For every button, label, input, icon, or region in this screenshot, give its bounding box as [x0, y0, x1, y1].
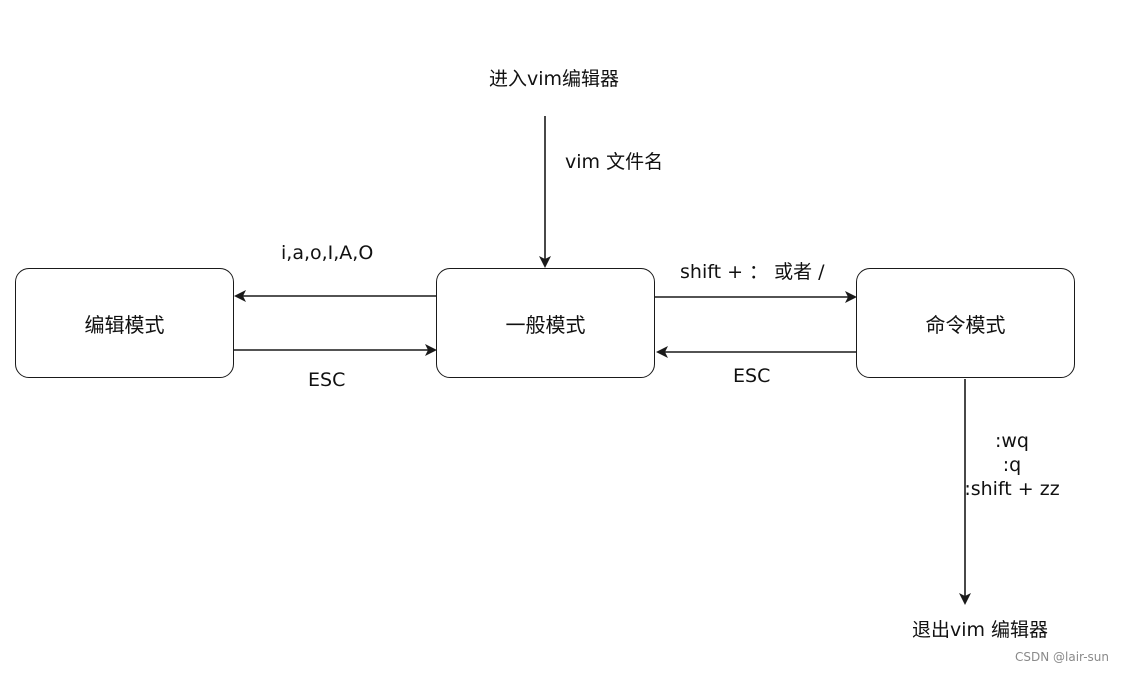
- command-to-normal-esc-label: ESC: [733, 365, 771, 387]
- exit-vim-label: 退出vim 编辑器: [911, 619, 1049, 641]
- normal-mode-node: 一般模式: [436, 268, 655, 378]
- to-command-keys-label: shift + ： 或者 /: [680, 261, 825, 283]
- edit-to-normal-esc-label: ESC: [308, 369, 346, 391]
- exit-command-q: :q: [1002, 454, 1022, 476]
- exit-command-shift-zz: :shift + zz: [964, 478, 1060, 500]
- watermark: CSDN @lair-sun: [1015, 650, 1110, 664]
- exit-commands-list: :wq :q :shift + zz: [957, 429, 1067, 501]
- normal-mode-label: 一般模式: [505, 312, 586, 337]
- to-edit-keys-label: i,a,o,I,A,O: [281, 242, 374, 264]
- enter-vim-label: 进入vim编辑器: [488, 68, 620, 90]
- exit-command-wq: :wq: [994, 430, 1029, 452]
- edit-mode-label: 编辑模式: [84, 312, 165, 337]
- command-mode-node: 命令模式: [856, 268, 1075, 378]
- command-mode-label: 命令模式: [925, 312, 1006, 337]
- edit-mode-node: 编辑模式: [15, 268, 234, 378]
- open-command-label: vim 文件名: [565, 151, 664, 173]
